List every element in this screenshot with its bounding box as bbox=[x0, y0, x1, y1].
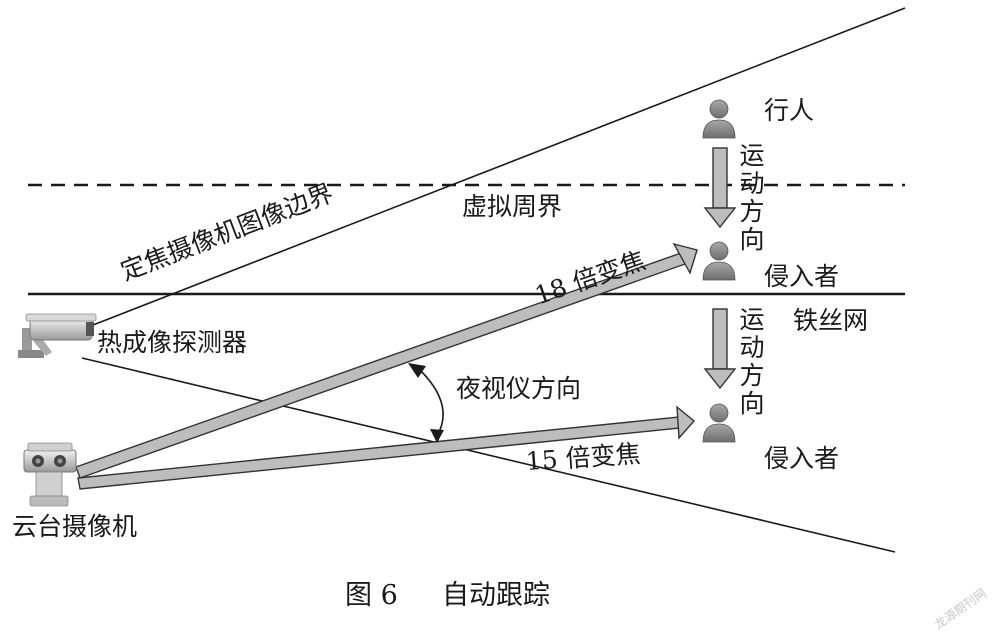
pedestrian-label: 行人 bbox=[764, 96, 815, 125]
ptz-camera-icon bbox=[23, 442, 77, 507]
motion-direction-label-2: 运动方向 bbox=[739, 305, 765, 418]
ptz-camera-label: 云台摄像机 bbox=[12, 512, 138, 541]
intruder-label-2: 侵入者 bbox=[764, 444, 840, 473]
wire-fence-label: 铁丝网 bbox=[793, 306, 869, 335]
zoom-18-arrowhead bbox=[672, 242, 698, 275]
person-icon bbox=[702, 241, 736, 281]
night-vision-arc bbox=[419, 369, 444, 437]
night-vision-direction-label: 夜视仪方向 bbox=[456, 374, 582, 403]
motion-direction-label-1: 运动方向 bbox=[739, 141, 765, 254]
intruder-label-1: 侵入者 bbox=[764, 262, 840, 291]
figure-number: 图 6 bbox=[345, 580, 398, 611]
virtual-perimeter-label: 虚拟周界 bbox=[462, 192, 563, 221]
thermal-boundary-line bbox=[81, 357, 896, 553]
thermal-imager-label: 热成像探测器 bbox=[97, 328, 248, 357]
zoom-15-arrowhead bbox=[676, 405, 696, 440]
night-vision-arc-head-bottom bbox=[430, 429, 444, 443]
person-icon bbox=[702, 99, 736, 139]
person-icon bbox=[702, 403, 736, 443]
motion-arrow-2 bbox=[703, 308, 737, 390]
figure-title: 自动跟踪 bbox=[442, 580, 550, 611]
fixed-camera-boundary-line bbox=[92, 7, 906, 326]
night-vision-arc-head-top bbox=[408, 363, 426, 378]
bullet-camera-icon bbox=[18, 313, 97, 358]
motion-arrow-1 bbox=[703, 147, 737, 229]
